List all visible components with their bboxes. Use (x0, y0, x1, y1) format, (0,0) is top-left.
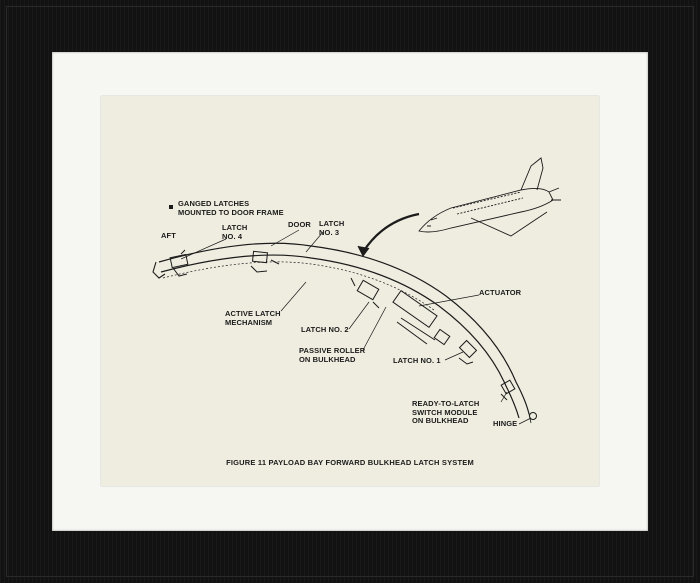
leader-hinge (518, 417, 532, 425)
latch-3-shape (250, 250, 280, 273)
leader-latch3 (305, 231, 324, 253)
label-passive-roller: PASSIVE ROLLER ON BULKHEAD (299, 346, 366, 364)
label-door: DOOR (288, 220, 311, 229)
latch-1-shape (458, 339, 478, 365)
leader-active (280, 281, 307, 312)
door-frame-outer (158, 242, 530, 415)
label-actuator: ACTUATOR (479, 288, 522, 297)
label-ganged-latches: GANGED LATCHES MOUNTED TO DOOR FRAME (178, 199, 284, 217)
door-frame-edge (162, 261, 435, 311)
leader-door (270, 229, 300, 247)
leader-latch4 (180, 238, 227, 260)
leader-ready (500, 391, 508, 403)
latch-4-shape (169, 249, 189, 277)
leader-roller (362, 306, 387, 351)
ganged-bullet (169, 205, 173, 209)
label-latch-3: LATCH NO. 3 (319, 219, 345, 237)
leader-actuator (418, 294, 480, 307)
label-aft: AFT (161, 231, 176, 240)
label-hinge: HINGE (493, 419, 518, 428)
latch-system-drawing (152, 157, 561, 425)
label-latch-2: LATCH NO. 2 (301, 325, 349, 334)
diagram-print: GANGED LATCHES MOUNTED TO DOOR FRAME AFT… (101, 96, 599, 486)
frame-bevel (6, 6, 694, 577)
label-ready-to-latch: READY-TO-LATCH SWITCH MODULE ON BULKHEAD (412, 399, 480, 425)
pointer-arrow (362, 212, 420, 253)
aft-end (152, 261, 166, 279)
leader-latch2 (348, 301, 370, 330)
label-latch-4: LATCH NO. 4 (222, 223, 248, 241)
latch-2-shape (350, 277, 380, 309)
label-latch-1: LATCH NO. 1 (393, 356, 441, 365)
leader-latch1 (444, 351, 464, 361)
actuator-shape (392, 289, 451, 346)
label-active-latch: ACTIVE LATCH MECHANISM (225, 309, 281, 327)
figure-caption: FIGURE 11 PAYLOAD BAY FORWARD BULKHEAD L… (226, 458, 474, 467)
shuttle-orbiter (418, 157, 561, 237)
door-frame-inner (160, 254, 520, 419)
